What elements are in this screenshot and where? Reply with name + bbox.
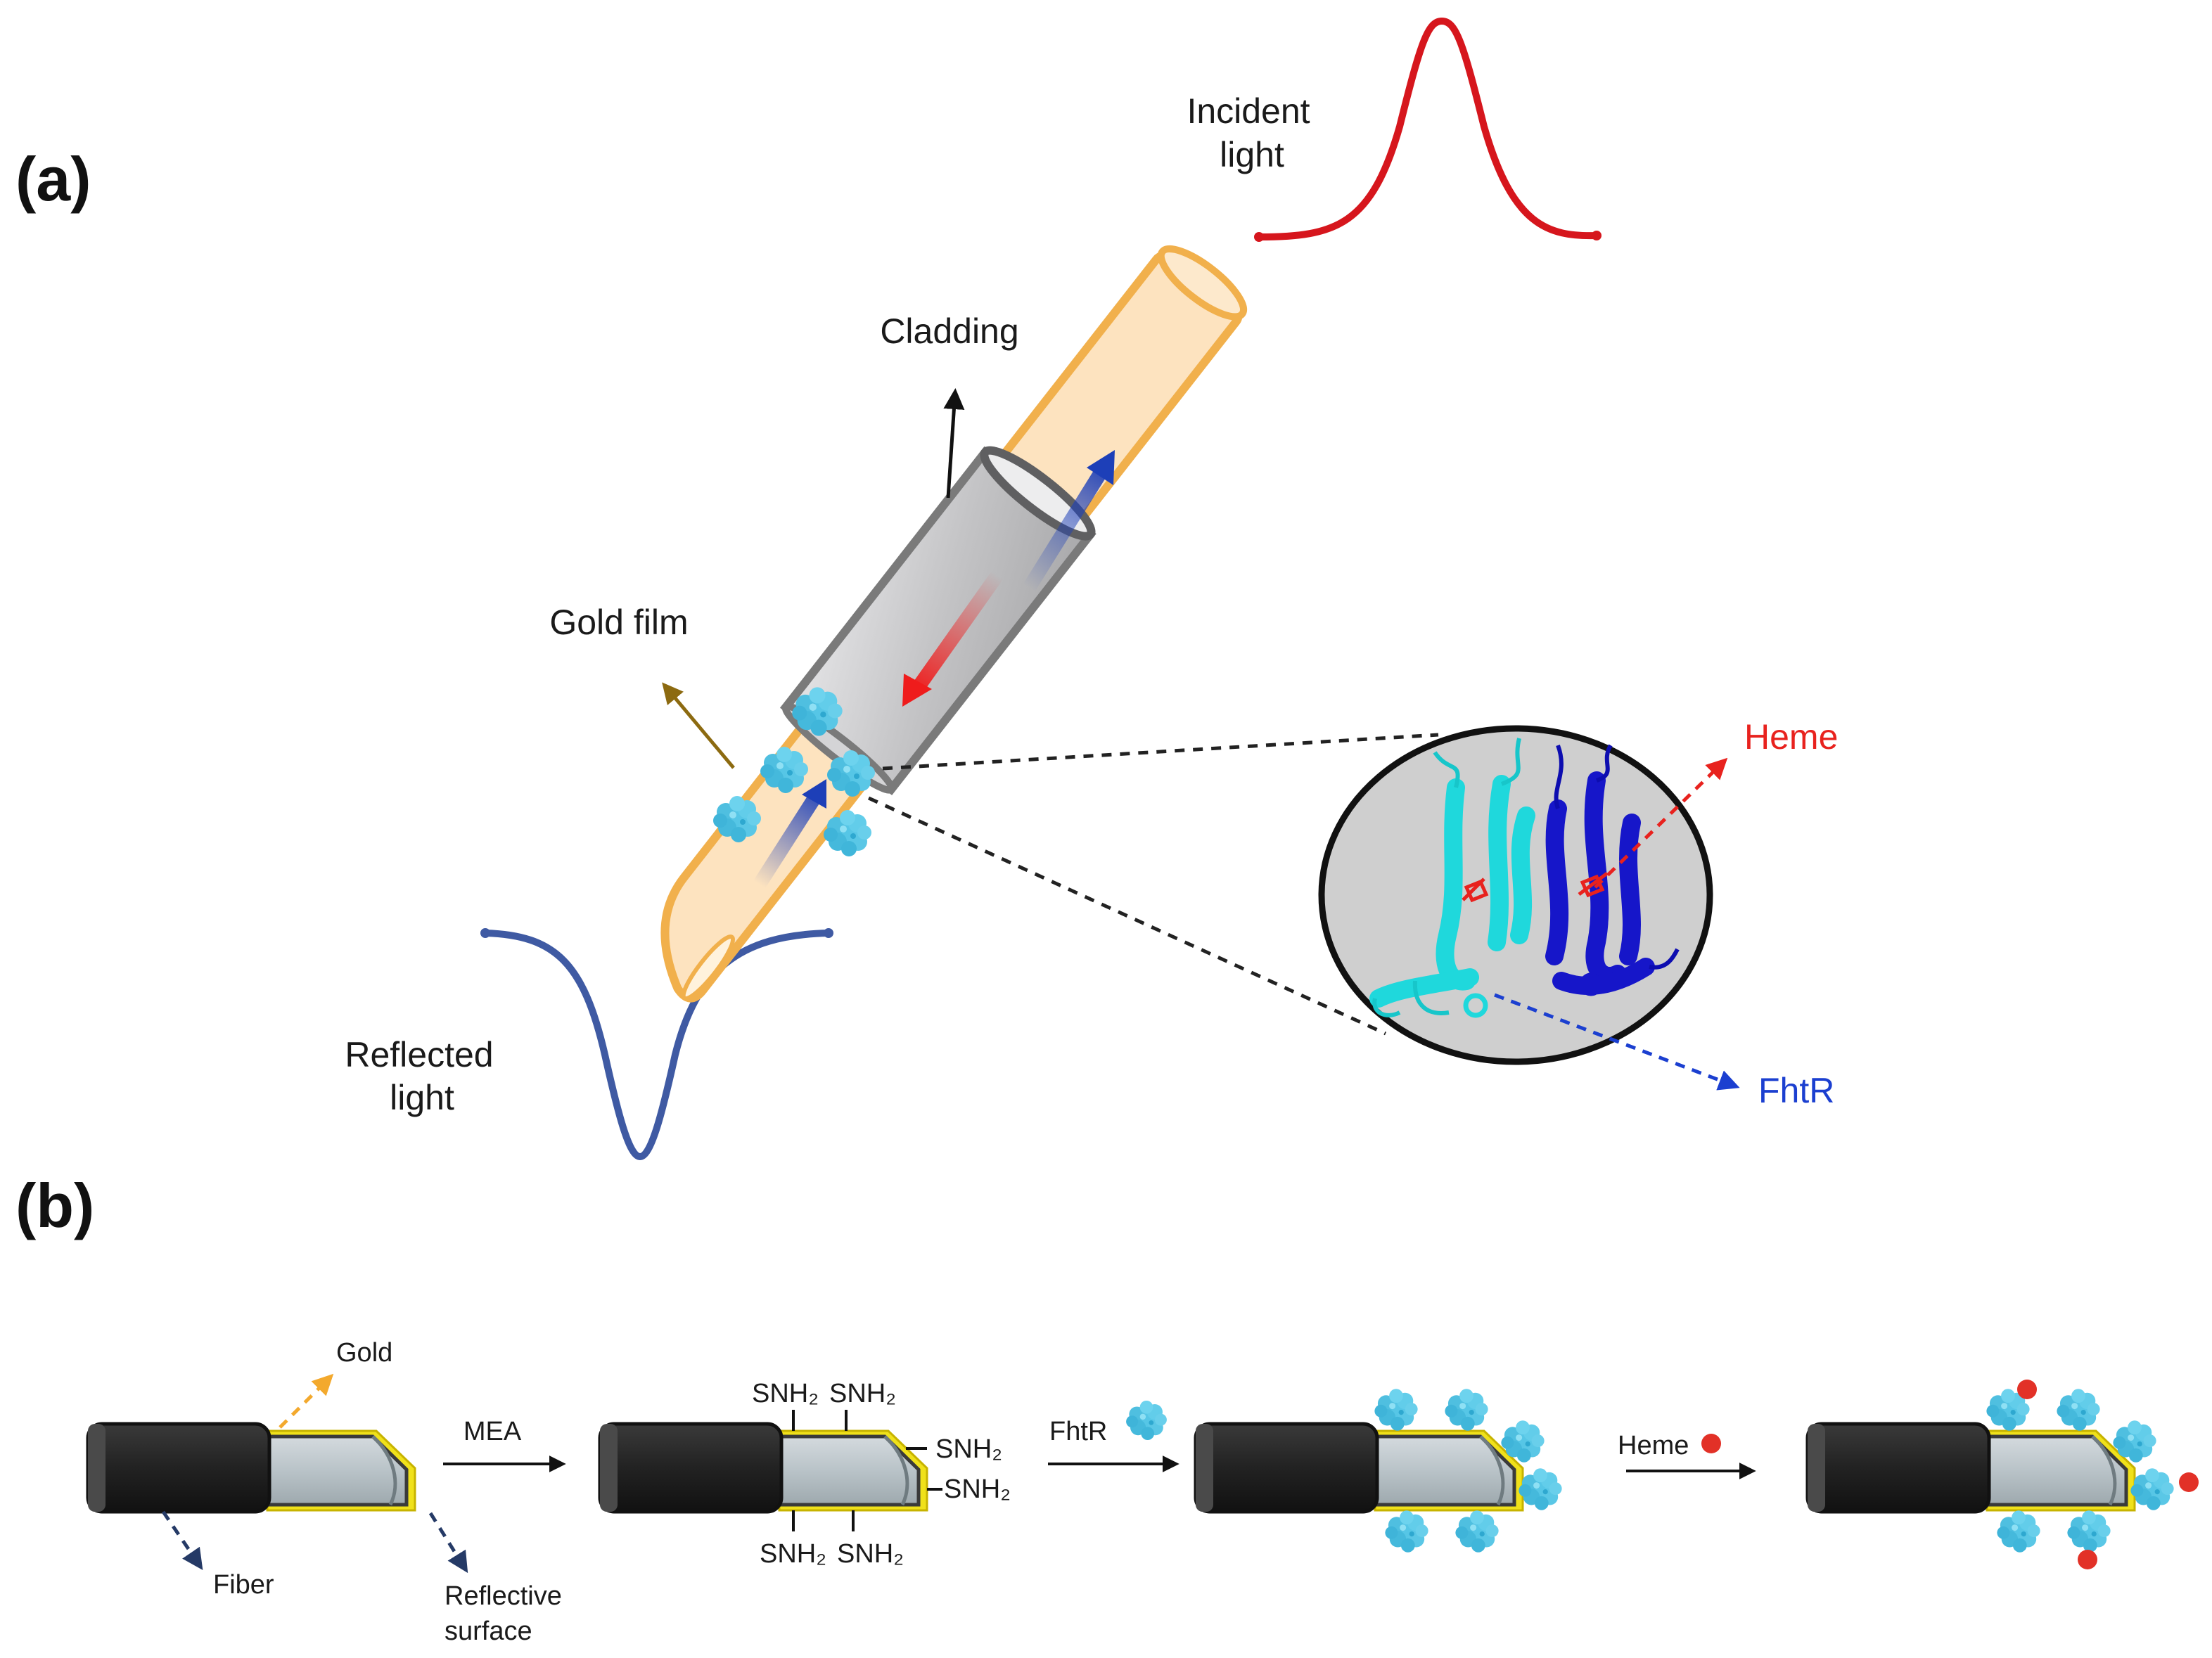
incident-curve-end-right xyxy=(1592,231,1602,240)
fiber-end-face xyxy=(1157,245,1248,321)
fiber-tip-edge-1 xyxy=(371,1435,397,1506)
fiber-jacket-end-3 xyxy=(1196,1424,1213,1512)
downgoing-light-arrow-shaft xyxy=(912,571,1004,692)
cladding-label: Cladding xyxy=(880,311,1018,351)
upgoing-light-arrowhead xyxy=(1087,450,1115,485)
heme-pointer-arrow xyxy=(1594,757,1728,889)
fhtr-step-label: FhtR xyxy=(1049,1417,1107,1446)
reflective-surface-pointer-arrow xyxy=(428,1512,468,1574)
reflected-curve-end-left xyxy=(480,928,490,938)
gold-label: Gold xyxy=(336,1338,392,1368)
fhtr-blue-loop-ring xyxy=(1579,972,1603,996)
upgoing-light-arrow-shaft xyxy=(1023,463,1111,592)
fhtr-blue-loops xyxy=(1554,744,1680,970)
fiber-core-1 xyxy=(265,1434,409,1507)
fiber3-protein-1 xyxy=(1374,1389,1418,1431)
bound-heme-dot-1 xyxy=(2017,1380,2037,1399)
gold-film-label: Gold film xyxy=(549,603,688,642)
zoom-line-upper xyxy=(882,733,1439,771)
incident-light-label-line2: light xyxy=(1220,135,1284,174)
heme-step-label: Heme xyxy=(1618,1431,1689,1460)
reflected-light-label-line1: Reflected xyxy=(345,1035,493,1074)
panel-b-label: (b) xyxy=(15,1171,94,1240)
fiber-jacket-4 xyxy=(1805,1422,1991,1514)
heme-molecule-2 xyxy=(1578,872,1609,898)
fiber3-protein-5 xyxy=(1385,1510,1428,1553)
snh2-bottom-right: SNH₂ xyxy=(837,1539,904,1569)
panel-a-label: (a) xyxy=(15,144,91,214)
reflected-light-curve xyxy=(482,930,832,1161)
fiber4-protein-4 xyxy=(2130,1468,2174,1510)
gold-film-pointer-arrow xyxy=(662,682,735,769)
fiber-stage-1 xyxy=(86,1422,416,1514)
reflective-surface-label-line1: Reflective xyxy=(445,1581,562,1611)
fhtr-label: FhtR xyxy=(1758,1071,1834,1110)
fiber-pointer-arrow xyxy=(161,1510,203,1570)
fiber4-protein-5 xyxy=(1997,1510,2040,1553)
fiber-jacket-3 xyxy=(1194,1422,1379,1514)
sensing-light-arrowhead xyxy=(802,779,826,809)
fhtr-heme-structure-inset xyxy=(1318,725,1713,1065)
gold-pointer-arrow xyxy=(279,1373,334,1429)
fiber3-protein-6 xyxy=(1455,1510,1499,1553)
fiber-jacket-1 xyxy=(86,1422,271,1514)
fiber-tip-edge-4 xyxy=(2091,1435,2117,1506)
snh2-ticks xyxy=(792,1410,942,1531)
heme-molecule-1 xyxy=(1462,878,1489,903)
fiber3-protein-2 xyxy=(1445,1389,1488,1431)
fhtr-cyan-loop-ring xyxy=(1463,993,1488,1018)
fiber-jacket-2 xyxy=(598,1422,784,1514)
snh2-bottom-left: SNH₂ xyxy=(760,1539,826,1569)
fhtr-cyan-helices xyxy=(1369,775,1535,1008)
snh2-right-lower: SNH₂ xyxy=(944,1474,1011,1504)
sensing-tip-face xyxy=(681,934,736,1001)
fiber-stage-3 xyxy=(1194,1422,1524,1514)
heme-step-dot xyxy=(1701,1434,1721,1453)
bound-heme-dot-3 xyxy=(2078,1550,2097,1569)
snh2-right-upper: SNH₂ xyxy=(935,1434,1002,1464)
fiber-jacket-end-4 xyxy=(1808,1424,1825,1512)
bound-heme-dot-2 xyxy=(2179,1472,2199,1492)
fhtr-step-protein-icon xyxy=(1126,1400,1167,1441)
fiber-stage-4 xyxy=(1805,1422,2136,1514)
fhtr-pointer-arrow xyxy=(1494,993,1740,1091)
downgoing-light-arrowhead xyxy=(902,674,932,707)
snh2-top-left: SNH₂ xyxy=(752,1379,819,1408)
fhtr-cyan-loops xyxy=(1372,738,1521,1017)
fiber-core-3 xyxy=(1373,1434,1516,1507)
fiber-label: Fiber xyxy=(213,1570,274,1600)
sensing-light-arrow-shaft xyxy=(750,792,822,894)
incident-light-label-line1: Incident xyxy=(1187,91,1310,131)
fiber3-protein-4 xyxy=(1519,1468,1562,1510)
fiber-core-2 xyxy=(777,1434,921,1507)
fiber-tip-edge-3 xyxy=(1479,1435,1505,1506)
incident-light-curve xyxy=(1255,17,1600,240)
fiber-core-4 xyxy=(1985,1434,2128,1507)
fiber-jacket-end-1 xyxy=(88,1424,106,1512)
fiber-jacket-end-2 xyxy=(600,1424,618,1512)
reflective-surface-label-line2: surface xyxy=(445,1617,532,1646)
fhtr-blue-helices xyxy=(1545,771,1655,996)
cladding-upper-rim xyxy=(980,446,1096,541)
zoom-line-lower xyxy=(867,796,1387,1036)
cladding-pointer-arrow xyxy=(943,388,965,499)
reflected-light-label-line2: light xyxy=(390,1078,454,1117)
fiber-stage-2 xyxy=(598,1422,928,1514)
heme-label: Heme xyxy=(1744,717,1838,757)
incident-curve-end-left xyxy=(1254,232,1264,242)
reflected-curve-end-right xyxy=(824,928,833,938)
fiber4-protein-6 xyxy=(2067,1510,2111,1553)
snh2-top-right: SNH₂ xyxy=(829,1379,896,1408)
fiber-tip-edge-2 xyxy=(883,1435,909,1506)
fiber4-protein-2 xyxy=(2057,1389,2100,1431)
mea-label: MEA xyxy=(464,1417,522,1446)
